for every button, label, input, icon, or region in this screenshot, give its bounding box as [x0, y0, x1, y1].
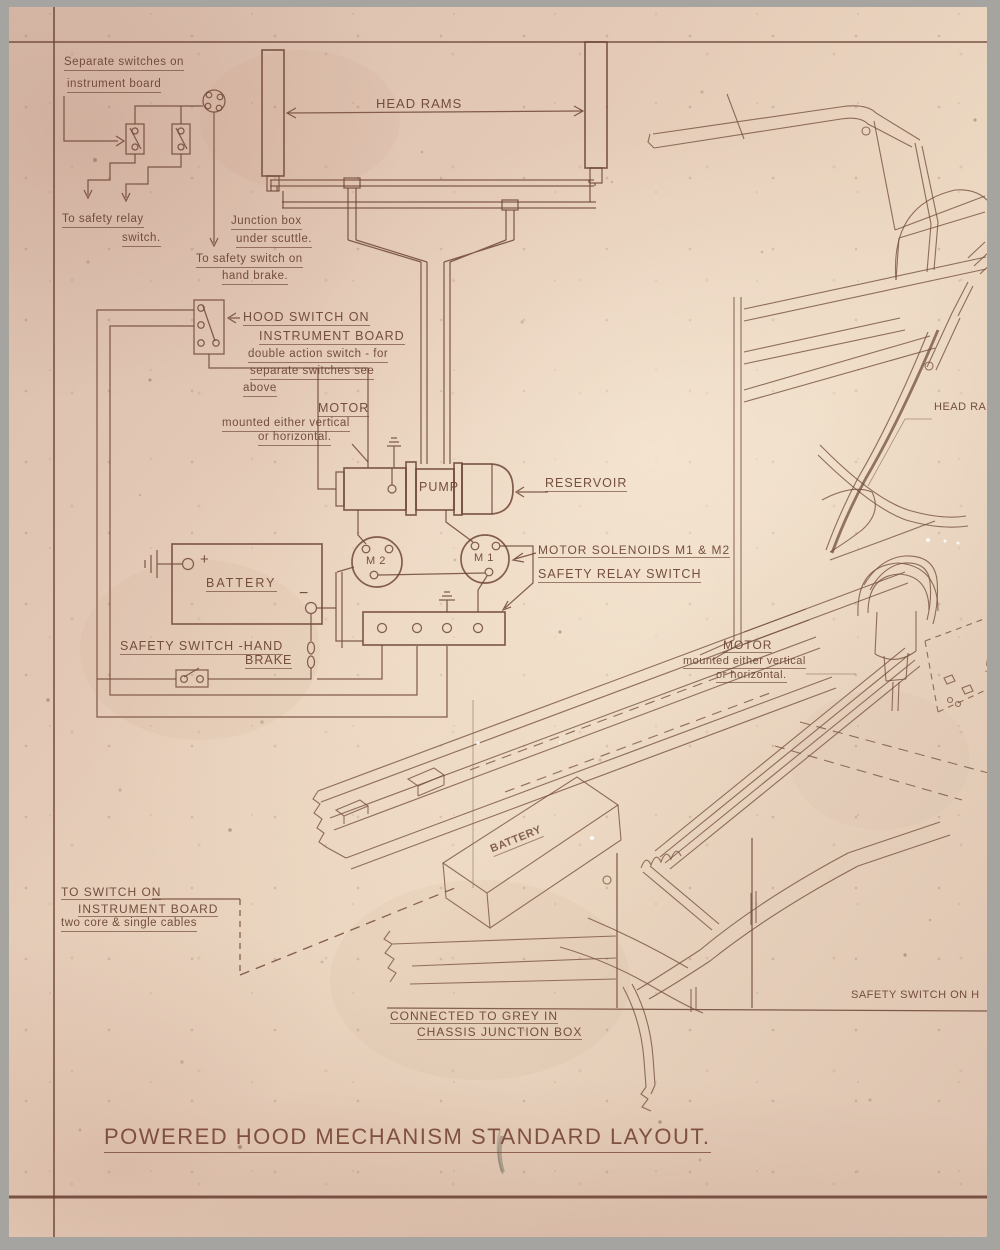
label-junction-box-1: Junction box [231, 215, 302, 230]
label-safety-relay: SAFETY RELAY SWITCH [538, 567, 702, 583]
separate-switches-circuit [63, 89, 226, 248]
label-hood-switch-2: INSTRUMENT BOARD [259, 329, 405, 345]
label-hood-switch-1: HOOD SWITCH ON [243, 310, 370, 326]
label-m2: M 2 [366, 555, 386, 567]
label-to-safety-relay-1: To safety relay [62, 213, 144, 228]
label-to-switch-1: TO SWITCH ON [61, 885, 162, 900]
label-solenoids: MOTOR SOLENOIDS M1 & M2 [538, 543, 731, 558]
label-hood-switch-3: double action switch - for [248, 348, 389, 363]
motor-pump-reservoir [335, 437, 548, 516]
surround-bottom [0, 1237, 1000, 1250]
label-iso-motor-note-2: or horizontal. [716, 669, 787, 683]
label-to-safety-switch-1: To safety switch on [196, 253, 303, 268]
label-iso-motor-note-1: mounted either vertical [683, 655, 806, 669]
label-battery: BATTERY [206, 576, 277, 592]
label-iso-motor: MOTOR [723, 638, 773, 653]
label-battery-minus: − [299, 585, 309, 602]
label-iso-head-rams: HEAD RA [934, 401, 987, 413]
label-pump: PUMP [419, 480, 460, 494]
label-separate-switches-2: instrument board [67, 78, 162, 93]
label-junction-box-2: under scuttle. [236, 233, 313, 248]
label-handbrake-2: BRAKE [245, 653, 293, 669]
label-battery-plus: + [200, 551, 210, 568]
label-separate-switches-1: Separate switches on [64, 56, 184, 71]
paper-speckles [46, 50, 977, 1175]
label-m1: M 1 [474, 552, 494, 564]
label-to-switch-3: two core & single cables [61, 917, 198, 932]
surround-top [0, 0, 1000, 7]
surround-left [0, 0, 9, 1250]
label-to-switch-2: INSTRUMENT BOARD [78, 902, 219, 917]
safety-relay-switch [317, 575, 506, 680]
label-head-rams: HEAD RAMS [376, 96, 463, 111]
hood-switch-component [96, 299, 448, 718]
label-motor-note-2: or horizontal. [258, 431, 332, 446]
label-motor: MOTOR [318, 401, 370, 417]
label-hood-switch-5: above [243, 382, 277, 397]
label-connected-1: CONNECTED TO GREY IN [390, 1009, 559, 1024]
label-connected-2: CHASSIS JUNCTION BOX [417, 1025, 583, 1040]
label-to-safety-switch-2: hand brake. [222, 270, 289, 285]
battery-circuit [97, 543, 363, 688]
label-handbrake-1: SAFETY SWITCH -HAND [120, 639, 284, 655]
drawing-title: POWERED HOOD MECHANISM STANDARD LAYOUT. [104, 1126, 711, 1153]
label-hood-switch-4: separate switches see [250, 365, 375, 380]
label-motor-note-1: mounted either vertical [222, 417, 350, 432]
surround-right [987, 0, 1000, 1250]
label-iso-safety-switch: SAFETY SWITCH ON H [851, 989, 980, 1001]
label-reservoir: RESERVOIR [545, 476, 628, 492]
sheet-border-lines [9, 7, 987, 1237]
label-to-safety-relay-2: switch. [122, 232, 161, 247]
motor-solenoids [351, 510, 537, 612]
head-rams-hydraulics [261, 41, 608, 464]
